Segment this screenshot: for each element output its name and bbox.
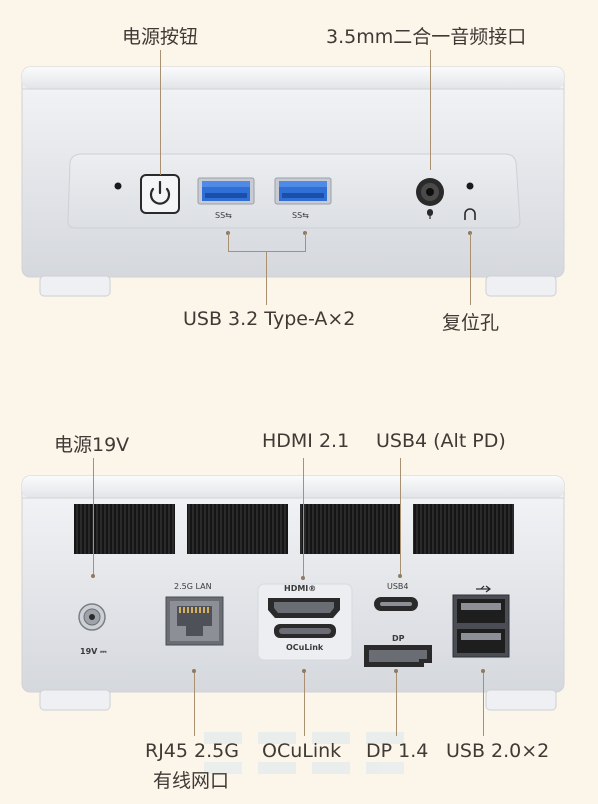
usb-right-ss-mark: SS⇆ xyxy=(292,211,309,220)
oculink-mark: OCuLink xyxy=(286,643,324,652)
usb-a-port-left[interactable] xyxy=(197,177,255,205)
hdmi-dot xyxy=(301,576,305,580)
power-button[interactable] xyxy=(140,174,180,214)
dc-in-mark: 19V ⎓ xyxy=(80,647,107,656)
usb-left-leader xyxy=(228,233,229,251)
usb2-dot xyxy=(481,669,485,673)
rear-vent-2 xyxy=(187,504,288,554)
dp-label: DP 1.4 xyxy=(366,740,429,762)
rear-power-label: 电源19V xyxy=(54,434,130,456)
usb2-leader xyxy=(483,672,484,736)
audio-jack-leader xyxy=(430,50,431,170)
oculink-label: OCuLink xyxy=(262,740,342,762)
audio-jack[interactable] xyxy=(416,178,444,206)
power-led-dot xyxy=(114,182,122,190)
lan-mark: 2.5G LAN xyxy=(174,582,212,591)
rear-power-dot xyxy=(91,574,95,578)
usb4-leader xyxy=(400,458,401,575)
headphone-icon xyxy=(464,208,476,220)
usb-left-ss-mark: SS⇆ xyxy=(215,211,232,220)
dp-port[interactable] xyxy=(364,645,432,667)
usb-bracket xyxy=(228,251,306,252)
rj45-label-line2: 有线网口 xyxy=(153,770,230,792)
hdmi-logo-mark: HDMI® xyxy=(284,584,317,593)
reset-leader xyxy=(470,233,471,305)
usb-main-leader xyxy=(266,251,267,305)
usb-a-port-right[interactable] xyxy=(274,177,332,205)
rj45-port[interactable] xyxy=(165,596,224,646)
oculink-port[interactable] xyxy=(274,624,336,638)
usb2-label: USB 2.0×2 xyxy=(446,740,550,762)
usb2-ports[interactable] xyxy=(452,594,510,658)
hdmi-label: HDMI 2.1 xyxy=(262,430,350,452)
usb-right-leader xyxy=(305,233,306,251)
rj45-leader xyxy=(194,672,195,736)
usb4-dot xyxy=(398,574,402,578)
usb4-port[interactable] xyxy=(374,597,418,611)
dp-mark: DP xyxy=(392,634,405,643)
front-chassis xyxy=(21,66,565,297)
rear-vent-3 xyxy=(300,504,401,554)
rear-vent-4 xyxy=(413,504,514,554)
audio-jack-label: 3.5mm二合一音频接口 xyxy=(326,26,527,48)
reset-label: 复位孔 xyxy=(442,312,500,334)
oculink-leader xyxy=(304,672,305,736)
watermark xyxy=(204,732,404,774)
dp-dot xyxy=(394,669,398,673)
status-led-dot xyxy=(466,182,474,190)
usb-a-label: USB 3.2 Type-A×2 xyxy=(183,308,356,330)
headset-mic-icon xyxy=(427,209,433,219)
rj45-dot xyxy=(192,669,196,673)
power-button-leader xyxy=(160,50,161,175)
usb4-mark: USB4 xyxy=(387,582,409,591)
usb-icon xyxy=(476,585,491,593)
dc-power-jack[interactable] xyxy=(78,603,106,631)
hdmi-port[interactable] xyxy=(268,598,340,618)
dp-leader xyxy=(396,672,397,736)
rear-power-leader xyxy=(93,458,94,575)
usb4-label: USB4 (Alt PD) xyxy=(376,430,506,452)
rj45-label-line1: RJ45 2.5G xyxy=(145,740,239,762)
rear-vent-1 xyxy=(74,504,175,554)
oculink-dot xyxy=(302,669,306,673)
hdmi-leader xyxy=(303,458,304,578)
power-button-label: 电源按钮 xyxy=(122,26,199,48)
